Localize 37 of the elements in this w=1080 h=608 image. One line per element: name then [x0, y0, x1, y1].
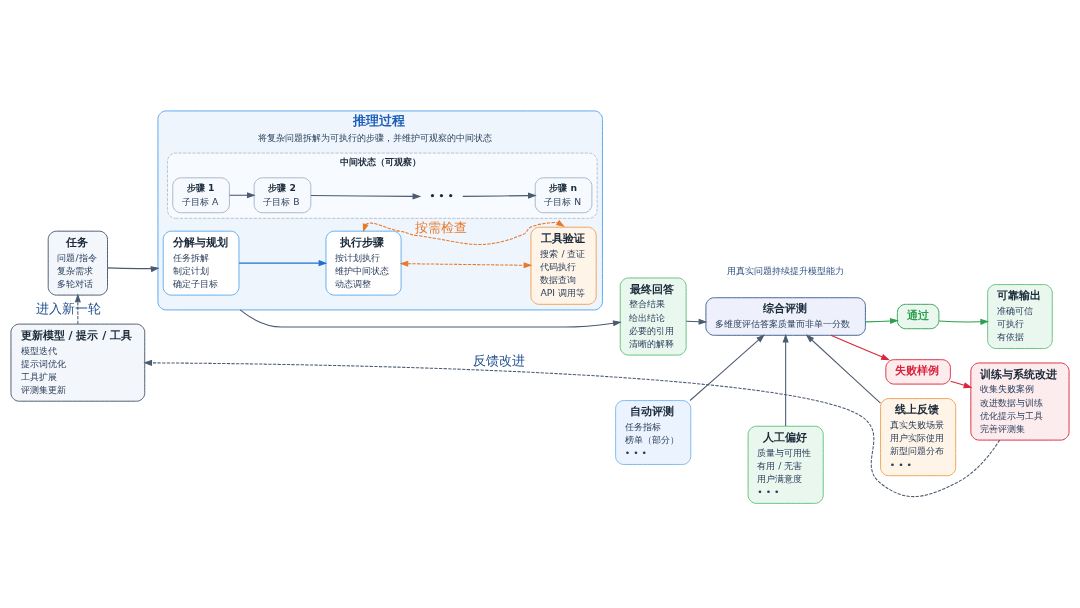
node-text: • • •	[429, 189, 454, 201]
label: 用真实问题持续提升模型能力	[727, 263, 845, 275]
arrow	[864, 317, 899, 324]
node-box: 工具验证 搜索 / 查证 代码执行 数据查询 API 调用等	[530, 226, 597, 305]
node-box: 自动评测 任务指标 榜单（部分） • • •	[615, 399, 692, 465]
node-box: 步骤 2 子目标 B	[253, 176, 312, 213]
arrow	[362, 219, 565, 245]
edge-label: 进入新一轮	[36, 300, 102, 316]
arrow	[782, 333, 789, 427]
arrow	[805, 333, 882, 404]
node-box: 失败样例	[885, 358, 951, 385]
node-box: 可靠输出 准确可信 可执行 有依据	[987, 283, 1053, 349]
node-box: 步骤 1 子目标 A	[172, 176, 230, 213]
arrow	[830, 334, 890, 360]
arrow	[107, 265, 160, 272]
arrow	[74, 293, 81, 324]
arrow	[689, 333, 765, 401]
node-box: 训练与系统改进 收集失败案例 改进数据与训练 优化提示与工具 完善评测集	[970, 362, 1070, 441]
node-box: 任务 问题/指令 复杂需求 多轮对话	[47, 230, 108, 296]
edge-label: 反馈改进	[472, 352, 525, 368]
node-box: 最终回答 整合结果 给出结论 必要的引用 清晰的解释	[619, 277, 687, 356]
arrow	[310, 192, 422, 199]
node-box: 更新模型 / 提示 / 工具 模型迭代 提示词优化 工具扩展 评测集更新	[10, 323, 146, 402]
node-box: 步骤 n 子目标 N	[534, 176, 593, 213]
node-box: 线上反馈 真实失败场景 用户实际使用 新型问题分布 • • •	[880, 397, 957, 476]
node-box: 人工偏好 质量与可用性 有用 / 无害 用户满意度 • • •	[747, 425, 824, 504]
edge-label: 按需检查	[415, 219, 468, 235]
node-box: 通过	[896, 303, 940, 329]
node-box: 分解与规划 任务拆解 制定计划 确定子目标	[162, 230, 240, 296]
arrow	[238, 259, 328, 266]
arrow	[950, 380, 973, 388]
arrow	[399, 260, 533, 268]
arrow	[239, 308, 622, 328]
node-box: 综合评测 多维度评估答案质量而非单一分数	[705, 296, 866, 336]
arrow	[938, 318, 990, 325]
arrow	[462, 192, 537, 199]
node-box: 执行步骤 按计划执行 维护中间状态 动态调整	[325, 230, 402, 296]
